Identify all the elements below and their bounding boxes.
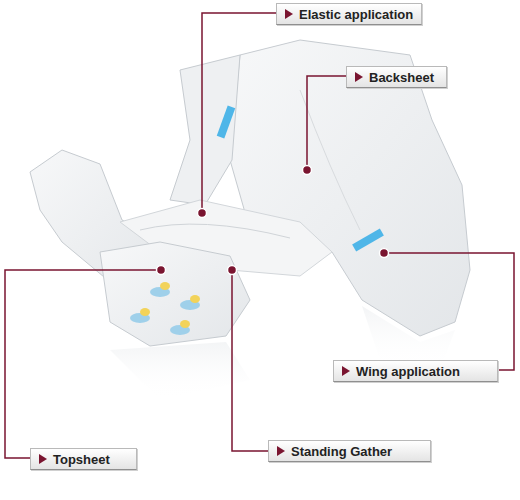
arrow-marker xyxy=(39,454,47,464)
arrow-marker xyxy=(277,446,285,456)
arrow-marker-shape xyxy=(39,454,47,464)
callout-box: Elastic application xyxy=(276,3,422,25)
callout-label: Wing application xyxy=(356,364,460,379)
diaper xyxy=(30,40,470,400)
fold-line xyxy=(300,90,360,230)
leader-line xyxy=(232,270,269,451)
leader-line xyxy=(202,13,277,213)
leader-dot xyxy=(198,209,207,218)
callout-box: Backsheet xyxy=(346,66,447,88)
tape xyxy=(217,106,235,139)
arrow-marker xyxy=(342,366,350,376)
callout-box: Topsheet xyxy=(30,448,137,470)
arrow-marker-shape xyxy=(277,446,285,456)
callout-box: Standing Gather xyxy=(268,440,431,462)
leader-dot xyxy=(228,266,237,275)
leader-dots xyxy=(157,166,389,275)
arrow-marker-shape xyxy=(355,72,363,82)
leader-dot xyxy=(157,266,166,275)
leader-line xyxy=(384,253,514,370)
reflection xyxy=(110,342,250,400)
leader-lines xyxy=(5,13,514,458)
leader-dot xyxy=(303,166,312,175)
leader-dot xyxy=(380,249,389,258)
print-shape xyxy=(190,295,200,303)
tape xyxy=(352,229,384,252)
print-pattern xyxy=(130,282,200,335)
fold-line xyxy=(140,224,290,238)
arrow-marker xyxy=(285,9,293,19)
callout-box: Wing application xyxy=(333,360,498,382)
back-wing xyxy=(170,55,240,205)
leader-line xyxy=(5,270,161,458)
arrow-marker-shape xyxy=(342,366,350,376)
leader-line xyxy=(307,76,347,170)
callout-label: Topsheet xyxy=(53,452,110,467)
print-shape xyxy=(180,320,190,328)
arrow-marker-shape xyxy=(285,9,293,19)
callout-label: Elastic application xyxy=(299,7,413,22)
callout-label: Standing Gather xyxy=(291,444,392,459)
arrow-marker xyxy=(355,72,363,82)
callout-label: Backsheet xyxy=(369,70,434,85)
print-shape xyxy=(140,308,150,316)
print-shape xyxy=(160,282,170,290)
front-panel xyxy=(100,242,250,346)
back-panel xyxy=(230,40,470,336)
